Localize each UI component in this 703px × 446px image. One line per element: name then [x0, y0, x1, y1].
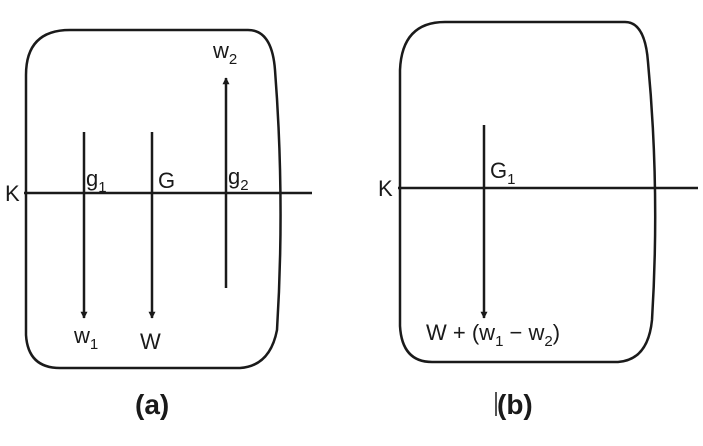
body-outline-b — [398, 20, 657, 364]
point-label-g1: g1 — [86, 166, 107, 196]
caption-a: (a) — [135, 389, 169, 420]
point-label-g1-b: G1 — [490, 158, 515, 188]
force-label-w2: w2 — [212, 38, 237, 68]
caption-b: (b) — [497, 389, 533, 420]
resultant-label: W + (w1 − w2) — [426, 320, 560, 350]
point-label-g: G — [158, 168, 175, 193]
axis-label-k-a: K — [5, 181, 20, 206]
panel-b: K G1 W + (w1 − w2) (b) — [378, 20, 698, 420]
body-outline-a — [24, 28, 282, 370]
panel-a: K g1 G g2 w1 W w2 (a) — [5, 28, 312, 420]
axis-label-k-b: K — [378, 176, 393, 201]
force-label-w1: w1 — [73, 323, 98, 353]
point-label-g2: g2 — [228, 164, 249, 194]
force-label-w: W — [140, 329, 161, 354]
